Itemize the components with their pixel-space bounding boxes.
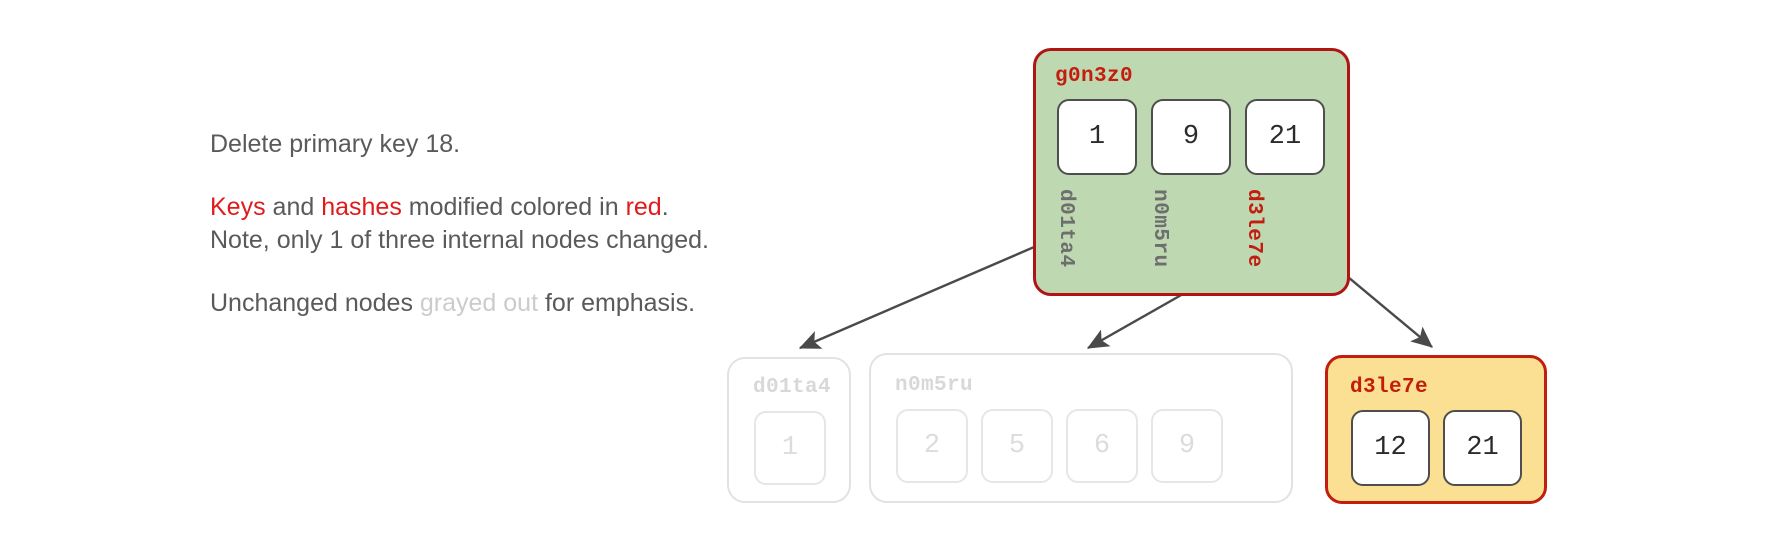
caption-emphasis-text: for emphasis.: [538, 289, 696, 317]
node-hash-label-leaf3: d3le7e: [1350, 376, 1429, 399]
key-cell[interactable]: 12: [1351, 410, 1430, 486]
caption-modified-text: modified colored in: [401, 193, 626, 221]
key-cell[interactable]: 5: [981, 409, 1053, 483]
caption-note-text: . Note, only 1 of three internal nodes c…: [210, 193, 709, 254]
node-hash-label-leaf2: n0m5ru: [895, 374, 974, 397]
key-cell[interactable]: 2: [896, 409, 968, 483]
caption-block: Delete primary key 18. Keys and hashes m…: [210, 128, 730, 320]
tree-node-leaf-d01ta4[interactable]: d01ta4 1: [727, 357, 851, 503]
child-hash-label-0: d01ta4: [1054, 189, 1077, 268]
tree-node-root[interactable]: g0n3z0 1 9 21 d01ta4 n0m5ru d3le7e: [1033, 48, 1350, 296]
key-cell[interactable]: 21: [1443, 410, 1522, 486]
node-keys-root: 1 9 21: [1057, 99, 1325, 175]
node-hash-label-leaf1: d01ta4: [753, 376, 832, 399]
caption-red-word: red: [625, 193, 662, 221]
caption-and-word: and: [265, 193, 322, 221]
caption-delete-text: Delete primary key 18.: [210, 130, 461, 158]
key-cell[interactable]: 1: [1057, 99, 1137, 175]
node-keys-leaf2: 2 5 6 9: [896, 409, 1223, 483]
node-hash-label-root: g0n3z0: [1055, 65, 1134, 88]
caption-line-delete: Delete primary key 18.: [210, 128, 730, 161]
key-cell[interactable]: 9: [1151, 99, 1231, 175]
caption-hashes-word: hashes: [321, 193, 402, 221]
tree-node-leaf-n0m5ru[interactable]: n0m5ru 2 5 6 9: [869, 353, 1293, 503]
key-cell[interactable]: 21: [1245, 99, 1325, 175]
caption-keys-word: Keys: [210, 193, 266, 221]
caption-line-modified: Keys and hashes modified colored in red.…: [210, 191, 730, 257]
key-cell[interactable]: 6: [1066, 409, 1138, 483]
caption-line-grayed: Unchanged nodes grayed out for emphasis.: [210, 287, 730, 320]
caption-unchanged-text: Unchanged nodes: [210, 289, 420, 317]
edge-root-to-n0m5ru: [1086, 288, 1191, 350]
child-hash-label-1: n0m5ru: [1148, 189, 1171, 268]
node-keys-leaf1: 1: [754, 411, 826, 485]
child-hash-label-2: d3le7e: [1242, 189, 1265, 268]
tree-node-leaf-d3le7e[interactable]: d3le7e 12 21: [1325, 355, 1547, 504]
key-cell[interactable]: 1: [754, 411, 826, 485]
key-cell[interactable]: 9: [1151, 409, 1223, 483]
caption-grayedout-word: grayed out: [419, 289, 539, 317]
node-keys-leaf3: 12 21: [1351, 410, 1522, 486]
edge-root-to-d01ta4: [798, 236, 1056, 350]
